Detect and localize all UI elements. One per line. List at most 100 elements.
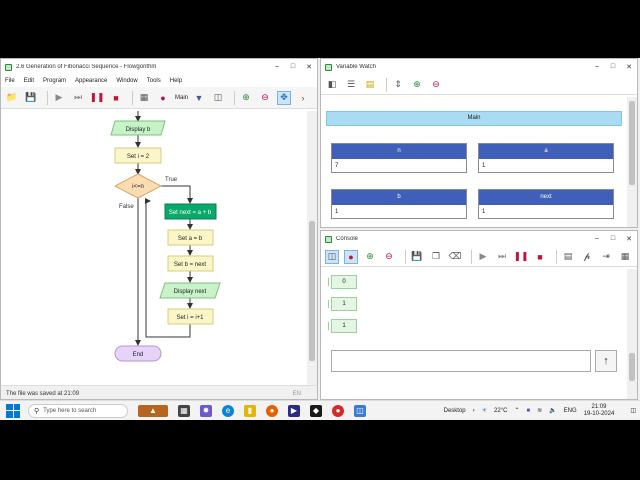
widgets-icon[interactable]: ▲ bbox=[138, 404, 168, 417]
menu-help[interactable]: Help bbox=[169, 78, 183, 84]
zoom-in-icon[interactable]: ⊕ bbox=[366, 251, 374, 261]
assign-shape-set-i-inc[interactable]: Set i = i+1 bbox=[167, 308, 214, 325]
pause-icon[interactable]: ❚❚ bbox=[513, 251, 529, 261]
output-shape-display-next[interactable]: Display next bbox=[159, 282, 221, 299]
output-shape-display-b[interactable]: Display b bbox=[110, 120, 166, 136]
chevron-up-icon[interactable]: ⌃ bbox=[514, 408, 520, 414]
step-icon[interactable]: ⏭ bbox=[73, 92, 83, 102]
minimize-icon[interactable]: – bbox=[595, 235, 599, 242]
maximize-icon[interactable]: □ bbox=[610, 63, 616, 70]
menu-tools[interactable]: Tools bbox=[146, 78, 161, 84]
tag-icon[interactable]: ▤ bbox=[365, 79, 375, 89]
clear-icon[interactable]: ⌫ bbox=[448, 251, 462, 261]
variable-icon[interactable]: ● bbox=[160, 92, 166, 103]
stop-icon[interactable]: ■ bbox=[537, 251, 543, 262]
image-icon[interactable]: ▦ bbox=[620, 251, 630, 261]
layout-icon[interactable]: ▦ bbox=[139, 92, 149, 102]
variable-box-next: next 1 bbox=[478, 189, 614, 219]
function-selector[interactable]: Main bbox=[175, 94, 189, 101]
chevron-right-icon[interactable]: › bbox=[472, 407, 475, 414]
flowgorithm-taskbar-icon[interactable]: ◫ bbox=[354, 404, 366, 417]
notification-icon[interactable]: ◫ bbox=[630, 408, 636, 414]
variable-value: 1 bbox=[335, 209, 339, 215]
chat-view-icon[interactable]: ◫ bbox=[325, 249, 339, 264]
flowchart-canvas[interactable]: Display b Set i = 2 i<=n True False Set … bbox=[1, 111, 309, 385]
zoom-out-icon[interactable]: ⊖ bbox=[261, 92, 269, 102]
copy-icon[interactable]: ❐ bbox=[431, 251, 441, 261]
assign-shape-set-next[interactable]: Set next = a + b bbox=[164, 203, 217, 220]
keyboard-language[interactable]: ENG bbox=[563, 407, 577, 414]
maximize-icon[interactable]: □ bbox=[290, 63, 296, 70]
minimize-icon[interactable]: – bbox=[595, 63, 599, 70]
assign-shape-set-a[interactable]: Set a = b bbox=[167, 229, 214, 246]
save-icon[interactable]: 💾 bbox=[411, 251, 423, 261]
decision-shape-condition[interactable]: i<=n bbox=[113, 173, 163, 199]
stop-icon[interactable]: ■ bbox=[113, 92, 119, 103]
run-icon[interactable]: ▶ bbox=[479, 251, 487, 261]
zoom-in-icon[interactable]: ⊕ bbox=[413, 79, 421, 89]
watch-scrollbar[interactable] bbox=[627, 97, 637, 227]
windows-start-icon[interactable] bbox=[6, 403, 20, 418]
console-input[interactable] bbox=[331, 350, 591, 372]
scrollbar-thumb[interactable] bbox=[629, 353, 635, 381]
copilot-icon[interactable]: ✸ bbox=[200, 404, 212, 417]
database-icon[interactable]: ◫ bbox=[213, 92, 223, 102]
move-icon[interactable]: ✥ bbox=[277, 90, 292, 105]
record-app-icon[interactable]: ● bbox=[332, 404, 344, 417]
run-icon[interactable]: ▶ bbox=[55, 92, 63, 102]
temperature[interactable]: 22°C bbox=[494, 407, 508, 414]
zoom-out-icon[interactable]: ⊖ bbox=[432, 79, 440, 89]
menu-window[interactable]: Window bbox=[116, 78, 138, 84]
menu-appearance[interactable]: Appearance bbox=[75, 78, 108, 84]
weather-icon[interactable]: ☀ bbox=[481, 408, 488, 414]
terminal-shape-end[interactable]: End bbox=[114, 345, 162, 362]
close-icon[interactable]: ✕ bbox=[626, 236, 632, 243]
record-icon[interactable]: ● bbox=[344, 249, 358, 264]
step-icon[interactable]: ⏭ bbox=[497, 251, 507, 261]
assign-shape-set-b[interactable]: Set b = next bbox=[167, 255, 214, 272]
network-icon[interactable]: ≋ bbox=[537, 408, 543, 414]
chevron-right-icon[interactable]: › bbox=[301, 92, 305, 103]
close-icon[interactable]: ✕ bbox=[306, 64, 312, 71]
zoom-out-icon[interactable]: ⊖ bbox=[385, 251, 393, 261]
task-view-icon[interactable]: ▦ bbox=[178, 404, 190, 417]
input-icon[interactable]: ⇥ bbox=[602, 251, 610, 261]
chevron-down-icon[interactable]: ▼ bbox=[194, 92, 204, 103]
open-folder-icon[interactable]: 📁 bbox=[6, 92, 18, 102]
assign-shape-set-i[interactable]: Set i = 2 bbox=[114, 147, 162, 164]
console-scrollbar[interactable] bbox=[627, 269, 637, 399]
desktop-label[interactable]: Desktop bbox=[443, 407, 466, 414]
save-icon[interactable]: 💾 bbox=[25, 92, 37, 102]
menu-program[interactable]: Program bbox=[43, 78, 67, 84]
minimize-icon[interactable]: – bbox=[275, 63, 279, 70]
watch-view-icon[interactable]: ◧ bbox=[327, 79, 337, 89]
edge-icon[interactable]: e bbox=[222, 404, 234, 417]
window-layout-icon[interactable]: ▤ bbox=[563, 251, 573, 261]
close-icon[interactable]: ✕ bbox=[626, 64, 632, 71]
firefox-icon[interactable]: ● bbox=[266, 404, 278, 417]
flowchart-scrollbar[interactable] bbox=[307, 111, 317, 385]
list-view-icon[interactable]: ☰ bbox=[346, 79, 356, 89]
scrollbar-thumb[interactable] bbox=[629, 101, 635, 185]
tray-app-icon[interactable]: ■ bbox=[526, 407, 531, 414]
scrollbar-thumb[interactable] bbox=[309, 221, 315, 361]
menu-file[interactable]: File bbox=[5, 78, 15, 84]
taskbar-search-input[interactable]: ⚲ Type here to search bbox=[28, 403, 128, 418]
clock[interactable]: 21:09 19-10-2024 bbox=[584, 404, 615, 418]
function-icon[interactable]: 𝓹 bbox=[583, 251, 591, 261]
pause-icon[interactable]: ❚❚ bbox=[89, 92, 105, 102]
file-explorer-icon[interactable]: ▮ bbox=[244, 404, 256, 417]
app-icon[interactable]: ◆ bbox=[310, 404, 322, 417]
clock-time: 21:09 bbox=[591, 403, 607, 410]
terminal-icon[interactable]: ▶ bbox=[288, 404, 300, 417]
volume-icon[interactable]: 🔈 bbox=[549, 408, 557, 414]
up-arrow-icon[interactable]: ↑ bbox=[595, 350, 617, 372]
menu-bar: File Edit Program Appearance Window Tool… bbox=[1, 75, 317, 87]
maximize-icon[interactable]: □ bbox=[610, 235, 616, 242]
menu-edit[interactable]: Edit bbox=[23, 78, 35, 84]
console-window: Console – □ ✕ ◫ ● ⊕ ⊖ 💾 ❐ ⌫ ▶ ⏭ ❚❚ ■ ▤ 𝓹… bbox=[320, 230, 638, 400]
variable-name: a bbox=[479, 144, 613, 159]
resize-icon[interactable]: ⇕ bbox=[394, 79, 402, 89]
zoom-in-icon[interactable]: ⊕ bbox=[242, 92, 250, 102]
main-scope-header: Main bbox=[326, 111, 622, 126]
